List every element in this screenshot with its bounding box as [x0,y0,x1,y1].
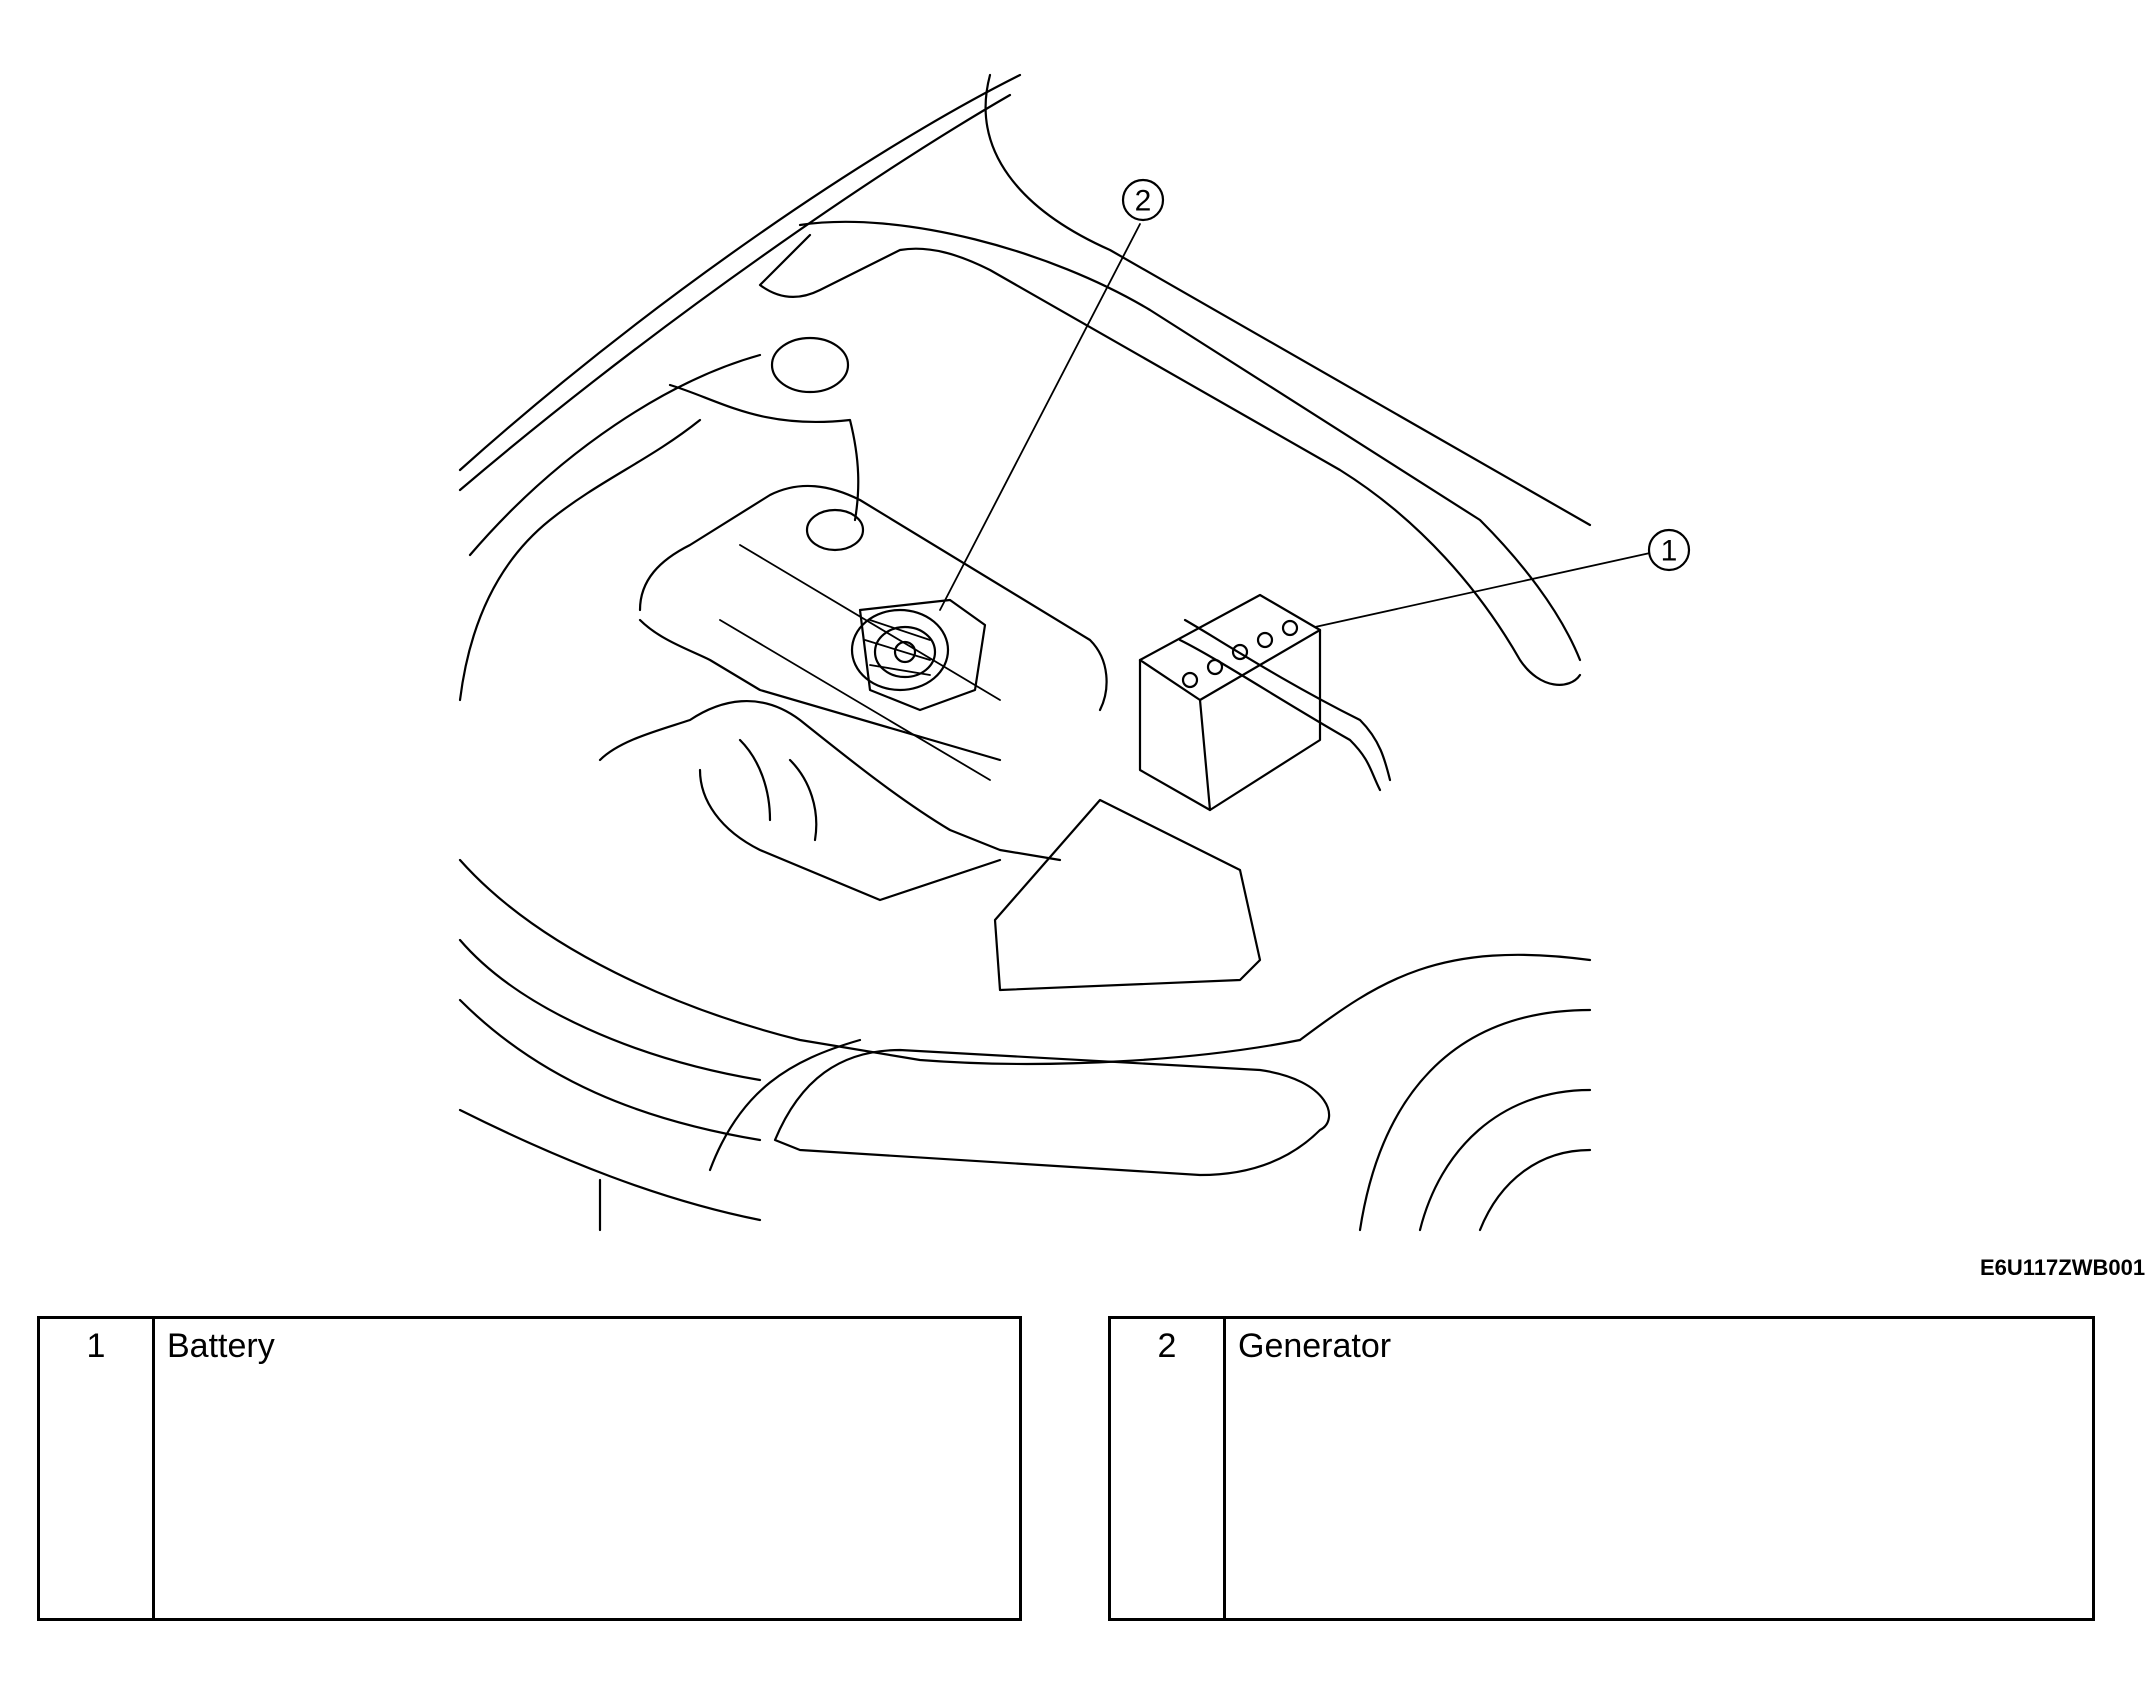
air-intake-duct [738,738,772,822]
fender-arch [1478,1148,1592,1232]
fender-arch [1298,953,1592,1042]
engine-ridge [739,544,1001,701]
fender-edge [458,418,702,702]
front-bumper [458,938,762,1082]
cowl-panel [758,233,1582,686]
hood-inner-edge [984,73,1592,527]
legend-number: 2 [1111,1319,1226,1618]
fender-arch [1358,1008,1592,1232]
engine-compartment-illustration: 1 2 [458,73,1691,1232]
legend-entry-battery: 1 Battery [37,1316,1022,1621]
legend-label: Generator [1238,1327,1392,1365]
oil-filler-cap [805,508,865,552]
svg-text:2: 2 [1135,185,1152,218]
air-intake-duct [788,758,818,842]
figure-code: E6U117ZWB001 [1980,1255,2145,1280]
front-bumper [458,858,1302,1066]
headlamp [708,1038,862,1172]
strut-tower [770,336,850,394]
callout-leader-2 [939,223,1141,611]
front-bumper [458,998,762,1142]
battery-illustration [1138,593,1392,812]
legend-label: Battery [167,1327,275,1365]
callout-leader-1 [1314,552,1651,628]
svg-text:1: 1 [1661,535,1678,568]
fender-edge [468,353,762,557]
air-cleaner-box [993,798,1262,992]
engine-cover [638,484,1108,712]
legend-number: 1 [40,1319,155,1618]
fender-panel [668,383,860,522]
cowl-panel [798,220,1582,662]
air-intake-duct [698,768,1002,902]
air-intake-duct [598,700,1062,862]
engine-cover [638,618,1002,762]
fender-arch [1418,1088,1592,1232]
legend-entry-generator: 2 Generator [1108,1316,2095,1621]
engine-ridge [719,619,991,781]
bumper-bottom [458,1108,762,1222]
generator-illustration [850,598,987,712]
hood-outline [458,93,1012,492]
hood-outline [458,73,1022,472]
headlamp [773,1048,1331,1177]
callout-1: 1 [1647,528,1691,572]
callout-2: 2 [1121,178,1165,222]
